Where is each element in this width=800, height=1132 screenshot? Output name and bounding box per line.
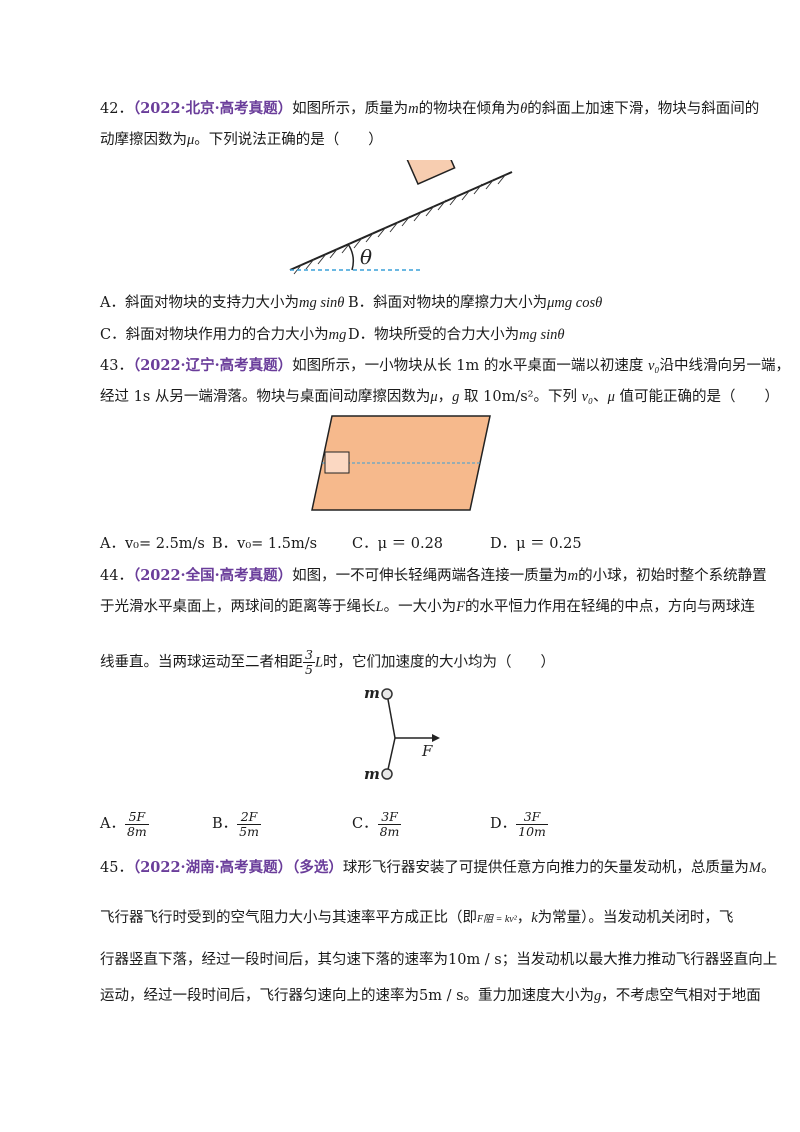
q45-line4: 运动，经过一段时间后，飞行器匀速向上的速率为5m / s。重力加速度大小为g，不… xyxy=(100,988,761,1004)
q45-source: （2022·湖南·高考真题） xyxy=(132,859,293,876)
q42-incline-figure: θ xyxy=(289,160,513,275)
q42-block xyxy=(405,160,456,185)
q43-table-top xyxy=(311,415,491,511)
q44-line1: 44．（2022·全国·高考真题）如图，一不可伸长轻绳两端各连接一质量为m的小球… xyxy=(100,567,767,584)
q42-line2: 动摩擦因数为μ。下列说法正确的是（ ） xyxy=(100,132,383,148)
q43-option-a: A．v₀= 2.5m/s xyxy=(100,536,205,552)
q43-options: A．v₀= 2.5m/s B．v₀= 1.5m/s C．μ ＝ 0.28 D．μ ＝ … xyxy=(100,534,582,554)
q44-m-bottom-label: m xyxy=(364,765,380,783)
q44-source: （2022·全国·高考真题） xyxy=(132,567,293,584)
q44-ball-top xyxy=(381,688,393,700)
q43-block xyxy=(324,451,350,474)
q44-line2: 于光滑水平桌面上，两球间的距离等于绳长L。一大小为F的水平恒力作用在轻绳的中点，… xyxy=(100,599,755,615)
q42-option-c: C．斜面对物块作用力的合力大小为mg xyxy=(100,327,347,343)
q42-option-d: D．物块所受的合力大小为mg sinθ xyxy=(348,327,565,343)
q42-line1: 42．（2022·北京·高考真题）如图所示，质量为m的物块在倾角为θ的斜面上加速… xyxy=(100,100,760,117)
q45-drag-formula: F阻 = kv² xyxy=(477,914,517,925)
q45-multi-tag: （多选） xyxy=(292,859,343,876)
q43-table-figure xyxy=(311,415,491,511)
q42-theta-label: θ xyxy=(360,245,372,269)
q44-m-top-label: m xyxy=(364,684,380,702)
q43-option-c: C．μ ＝ 0.28 xyxy=(352,536,444,552)
q44-ball-bottom xyxy=(381,768,393,780)
q43-line1: 43．（2022·辽宁·高考真题）如图所示，一小物块从长 1m 的水平桌面一端以… xyxy=(100,357,790,374)
q43-line2: 经过 1s 从另一端滑落。物块与桌面间动摩擦因数为μ，g 取 10m/s²。下列… xyxy=(100,389,779,405)
q43-option-b: B．v₀= 1.5m/s xyxy=(212,536,318,552)
q42-option-a: A．斜面对物块的支持力大小为mg sinθ xyxy=(100,295,345,311)
q42-source: （2022·北京·高考真题） xyxy=(132,100,293,117)
q45-line2: 飞行器飞行时受到的空气阻力大小与其速率平方成正比（即F阻 = kv²，k为常量）… xyxy=(100,910,734,926)
q42-option-b: B．斜面对物块的摩擦力大小为μmg cosθ xyxy=(348,295,603,311)
q44-rope-figure: m m F xyxy=(364,684,440,783)
q43-source: （2022·辽宁·高考真题） xyxy=(132,357,293,374)
q42-number: 42． xyxy=(100,101,133,117)
q43-option-d: D．μ ＝ 0.25 xyxy=(490,536,582,552)
q45-line3: 行器竖直下落，经过一段时间后，其匀速下落的速率为10m / s；当发动机以最大推… xyxy=(100,952,778,968)
q45-line1: 45．（2022·湖南·高考真题）（多选）球形飞行器安装了可提供任意方向推力的矢… xyxy=(100,859,776,876)
q44-F-label: F xyxy=(421,742,433,760)
